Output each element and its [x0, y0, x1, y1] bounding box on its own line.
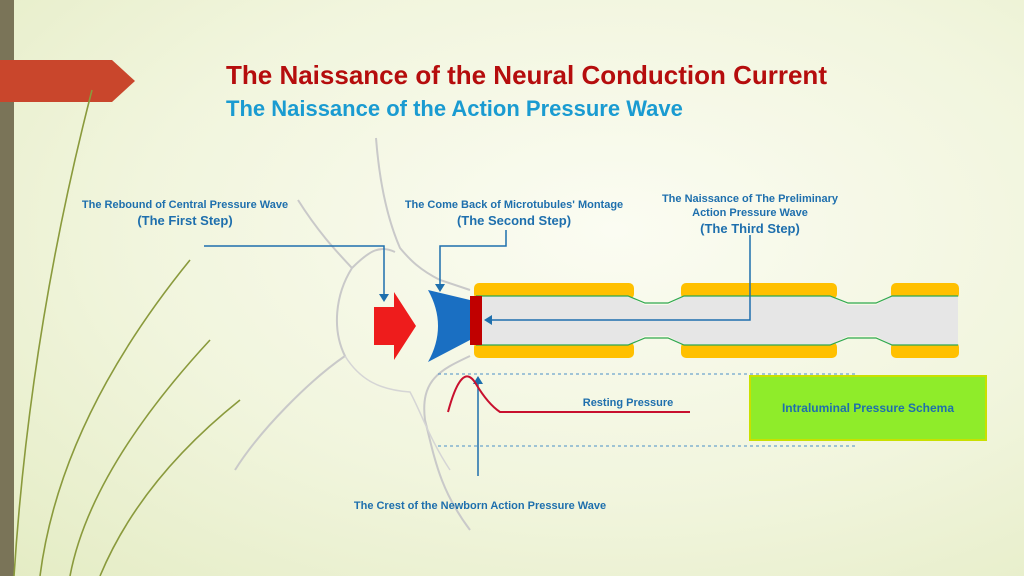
label-first-step-heading: (The First Step) [137, 213, 233, 228]
slide-title: The Naissance of the Neural Conduction C… [226, 60, 827, 90]
red-pressure-arrow [374, 292, 416, 360]
label-first-step: The Rebound of Central Pressure Wave (Th… [74, 198, 296, 229]
label-second-step: The Come Back of Microtubules' Montage (… [392, 198, 636, 229]
schema-label: Intraluminal Pressure Schema [781, 401, 955, 415]
dashed-reference-lines [438, 373, 858, 447]
blue-wedge [428, 290, 470, 362]
axon-membrane-bottom [476, 337, 958, 346]
neuron-cell-outline [234, 137, 471, 531]
decorative-strokes [13, 89, 241, 576]
action-pressure-wave [447, 375, 690, 413]
label-third-step: The Naissance of The Preliminary Action … [652, 192, 848, 237]
intraluminal-pressure-schema-box: Intraluminal Pressure Schema [749, 375, 987, 441]
label-second-step-text: The Come Back of Microtubules' Montage [404, 199, 624, 211]
axon-membrane-top [476, 295, 958, 304]
title-tab-arrow [0, 60, 135, 102]
callout-arrowheads [379, 284, 492, 384]
label-second-step-heading: (The Second Step) [456, 213, 572, 228]
slide-subtitle: The Naissance of the Action Pressure Wav… [226, 96, 683, 121]
label-first-step-text: The Rebound of Central Pressure Wave [81, 199, 289, 211]
label-resting-pressure: Resting Pressure [582, 397, 674, 409]
neuron-dendrite [344, 355, 451, 471]
myelin-sheath [474, 283, 959, 358]
label-crest: The Crest of the Newborn Action Pressure… [353, 500, 607, 512]
label-third-step-heading: (The Third Step) [700, 221, 800, 236]
axon-hillock-plug [470, 296, 482, 345]
left-accent-bar [0, 0, 14, 576]
label-third-step-line2: Action Pressure Wave [692, 207, 808, 219]
callout-lines [204, 230, 751, 476]
label-third-step-line1: The Naissance of The Preliminary [661, 193, 839, 205]
